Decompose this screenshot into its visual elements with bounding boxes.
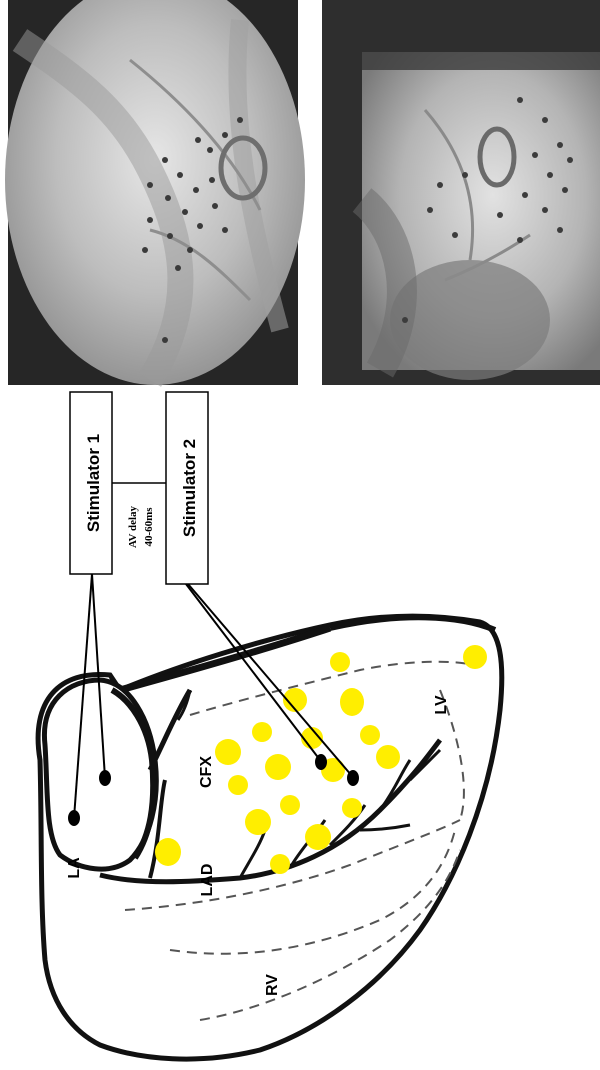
label-lad: LAD (199, 864, 216, 897)
electrode (228, 775, 248, 795)
electrode (463, 645, 487, 669)
electrode (252, 722, 272, 742)
electrode (280, 795, 300, 815)
lead-tip (347, 770, 359, 786)
av-delay-label: AV delay (127, 505, 139, 548)
lead-tip (99, 770, 111, 786)
label-rv: RV (264, 974, 281, 996)
electrode (342, 798, 362, 818)
electrode (270, 854, 290, 874)
fluoroscopy-image-2 (322, 0, 600, 385)
heart-diagram: LA CFX LAD LV RV (38, 574, 502, 1059)
stimulator-1-box: Stimulator 1 (70, 392, 112, 574)
label-la: LA (66, 857, 83, 879)
electrode (305, 824, 331, 850)
electrode (155, 838, 181, 866)
label-lv: LV (433, 695, 450, 715)
electrode (330, 652, 350, 672)
stimulator-2-label: Stimulator 2 (180, 439, 199, 537)
lead-tip (68, 810, 80, 826)
stimulator-2-box: Stimulator 2 (166, 392, 208, 584)
fluoroscopy-image-1 (5, 0, 305, 385)
electrode (265, 754, 291, 780)
electrode (245, 809, 271, 835)
av-delay-value: 40-60ms (143, 507, 155, 547)
electrode (360, 725, 380, 745)
stimulator-1-label: Stimulator 1 (84, 434, 103, 532)
label-cfx: CFX (198, 756, 215, 788)
lead-tip (315, 754, 327, 770)
electrode (376, 745, 400, 769)
electrode (340, 688, 364, 716)
electrode (215, 739, 241, 765)
